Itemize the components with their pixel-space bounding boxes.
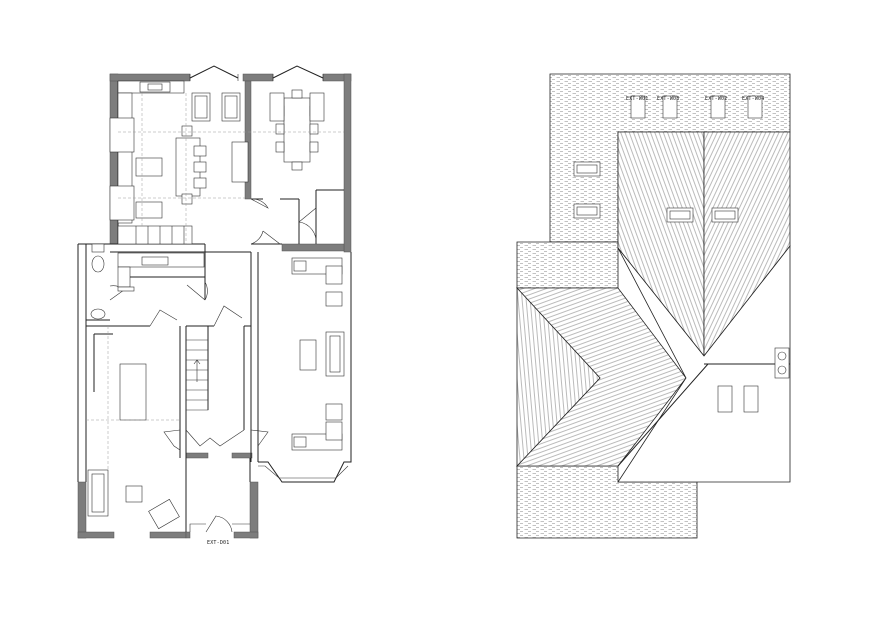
plan-rooflights xyxy=(191,92,325,122)
roof-slope-hip-left xyxy=(516,286,601,468)
roof-window-label: EXT-W03 xyxy=(657,96,679,102)
kitchen-units xyxy=(109,80,205,292)
internal-doors xyxy=(109,198,317,533)
roof-window-label: EXT-W02 xyxy=(705,96,727,102)
floor-plan: EXT-D01 xyxy=(77,65,352,546)
rear-bifold-doors xyxy=(189,65,324,81)
roof-side-tiled xyxy=(516,241,619,289)
dashed-guides xyxy=(86,93,344,470)
roof-plan: EXT-W01 EXT-W03 EXT-W02 EXT-W04 xyxy=(516,73,791,539)
front-room-furniture xyxy=(87,243,180,530)
exterior-walls xyxy=(77,73,352,539)
roof-windows xyxy=(573,95,790,413)
dining-sets xyxy=(175,89,319,205)
roof-window-label: EXT-W04 xyxy=(742,96,764,102)
roof-window-label: EXT-W01 xyxy=(626,96,648,102)
roof-window-labels: EXT-W01 EXT-W03 EXT-W02 EXT-W04 xyxy=(626,96,764,102)
living-room-furniture xyxy=(291,257,345,451)
door-label: EXT-D01 xyxy=(207,540,229,546)
